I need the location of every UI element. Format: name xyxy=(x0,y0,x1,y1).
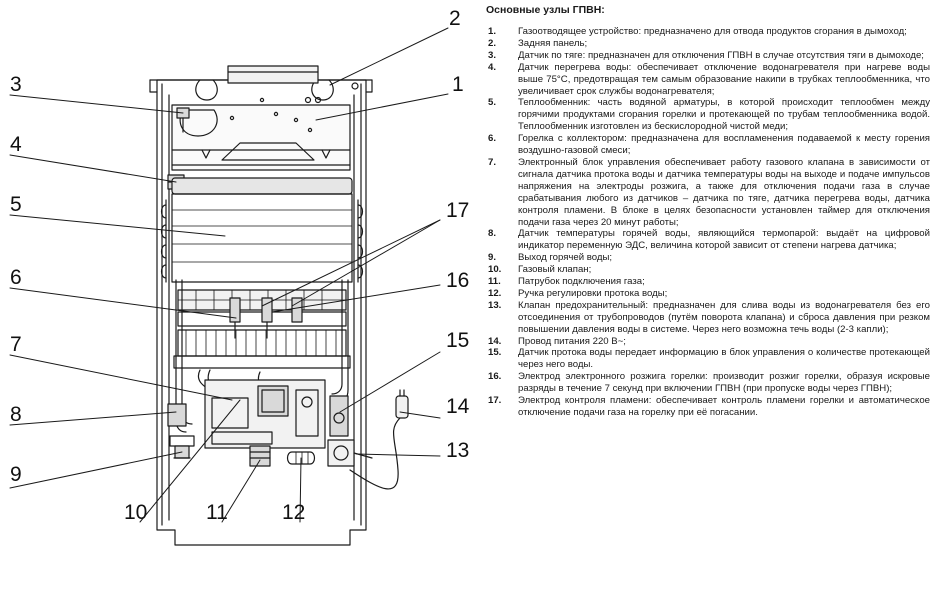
callout-9: 9 xyxy=(10,463,22,486)
legend-item: 6. Горелка с коллектором: предназначена д… xyxy=(486,133,930,157)
flow-sensor xyxy=(329,395,349,437)
callout-6: 6 xyxy=(10,266,22,289)
callout-8: 8 xyxy=(10,403,22,426)
legend-item-text: Электрод контроля пламени: обеспечивает … xyxy=(518,395,930,418)
legend-item: 3. Датчик по тяге: предназначен для отклю… xyxy=(486,50,930,62)
legend-item: 13. Клапан предохранительный: предназначе… xyxy=(486,300,930,336)
callout-15: 15 xyxy=(446,329,470,352)
callout-11: 11 xyxy=(206,501,228,524)
power-cord xyxy=(349,389,409,490)
callout-17: 17 xyxy=(446,199,470,222)
legend: Основные узлы ГПВН: 1. Газоотводящее устр… xyxy=(486,4,930,419)
legend-item: 16. Электрод электронного розжига горелки… xyxy=(486,371,930,395)
legend-item-text: Датчик перегрева воды: обеспечивает откл… xyxy=(518,61,930,97)
control-unit xyxy=(204,379,326,449)
legend-item-number: 5. xyxy=(488,97,497,109)
legend-item: 7. Электронный блок управления обеспечива… xyxy=(486,157,930,228)
legend-item-text: Задняя панель; xyxy=(518,37,588,49)
legend-list: 1. Газоотводящее устройство: предназначен… xyxy=(486,26,930,419)
legend-item: 2. Задняя панель; xyxy=(486,38,930,50)
leader-lines xyxy=(9,27,449,523)
legend-item: 17. Электрод контроля пламени: обеспечива… xyxy=(486,395,930,419)
legend-item-number: 4. xyxy=(488,61,497,73)
legend-item: 15. Датчик протока воды передает информац… xyxy=(486,347,930,371)
heat-exchanger xyxy=(160,177,364,283)
legend-item-number: 15. xyxy=(488,347,502,359)
legend-item-number: 11. xyxy=(488,276,501,288)
legend-item-number: 14. xyxy=(488,335,502,347)
callout-2: 2 xyxy=(449,7,461,30)
legend-item-number: 7. xyxy=(488,156,497,168)
legend-item-number: 2. xyxy=(488,37,497,49)
callout-14: 14 xyxy=(446,395,470,418)
legend-item-number: 13. xyxy=(488,299,502,311)
legend-item-number: 12. xyxy=(488,287,502,299)
legend-item-text: Ручка регулировки протока воды; xyxy=(518,287,668,299)
callout-3: 3 xyxy=(10,73,22,96)
legend-item: 10. Газовый клапан; xyxy=(486,264,930,276)
legend-item: 5. Теплообменник: часть водяной арматуры,… xyxy=(486,97,930,133)
callout-5: 5 xyxy=(10,193,22,216)
gas-inlet xyxy=(249,445,271,467)
legend-item-number: 3. xyxy=(488,49,497,61)
legend-item-text: Газовый клапан; xyxy=(518,264,592,276)
legend-item-text: Выход горячей воды; xyxy=(518,252,613,264)
legend-item: 4. Датчик перегрева воды: обеспечивает от… xyxy=(486,62,930,98)
legend-item-text: Горелка с коллектором: предназначена для… xyxy=(518,133,930,157)
callout-7: 7 xyxy=(10,333,22,356)
legend-item: 9. Выход горячей воды; xyxy=(486,252,930,264)
legend-item-text: Теплообменник: часть водяной арматуры, в… xyxy=(518,97,930,133)
legend-item-text: Электронный блок управления обеспечивает… xyxy=(518,156,930,228)
legend-item: 8. Датчик температуры горячей воды, являю… xyxy=(486,228,930,252)
legend-item-text: Датчик температуры горячей воды, являющи… xyxy=(518,228,930,252)
legend-item-number: 9. xyxy=(488,252,497,264)
callout-4: 4 xyxy=(10,133,22,156)
ignition-electrodes xyxy=(229,297,303,339)
callout-16: 16 xyxy=(446,269,470,292)
callout-13: 13 xyxy=(446,439,470,462)
legend-item: 14. Провод питания 220 В~; xyxy=(486,336,930,348)
legend-item-text: Датчик по тяге: предназначен для отключе… xyxy=(518,49,924,61)
legend-item-text: Датчик протока воды передает информацию … xyxy=(518,347,930,371)
legend-item: 11. Патрубок подключения газа; xyxy=(486,276,930,288)
callout-10: 10 xyxy=(124,501,148,524)
legend-item-number: 1. xyxy=(488,26,497,37)
legend-item-number: 8. xyxy=(488,228,497,240)
legend-item-number: 10. xyxy=(488,264,502,276)
legend-item-text: Патрубок подключения газа; xyxy=(518,276,645,288)
draft-hood xyxy=(171,96,351,171)
callout-1: 1 xyxy=(452,73,464,96)
legend-item: 1. Газоотводящее устройство: предназначен… xyxy=(486,26,930,38)
callout-12: 12 xyxy=(282,501,306,524)
water-valves xyxy=(286,439,373,467)
flue-collar xyxy=(227,65,319,84)
legend-item-text: Клапан предохранительный: предназначен д… xyxy=(518,299,930,335)
legend-title: Основные узлы ГПВН: xyxy=(486,4,605,16)
legend-item-number: 16. xyxy=(488,371,502,383)
legend-item-number: 17. xyxy=(488,395,502,407)
legend-item: 12. Ручка регулировки протока воды; xyxy=(486,288,930,300)
heater-drawing xyxy=(9,27,449,546)
heater-diagram: 2 1 3 4 5 6 7 8 9 10 11 12 17 16 15 14 1… xyxy=(9,7,470,546)
legend-item-text: Электрод электронного розжига горелки: п… xyxy=(518,371,930,395)
legend-item-text: Газоотводящее устройство: предназначено … xyxy=(518,26,907,37)
legend-item-number: 6. xyxy=(488,133,497,145)
legend-item-text: Провод питания 220 В~; xyxy=(518,335,626,347)
